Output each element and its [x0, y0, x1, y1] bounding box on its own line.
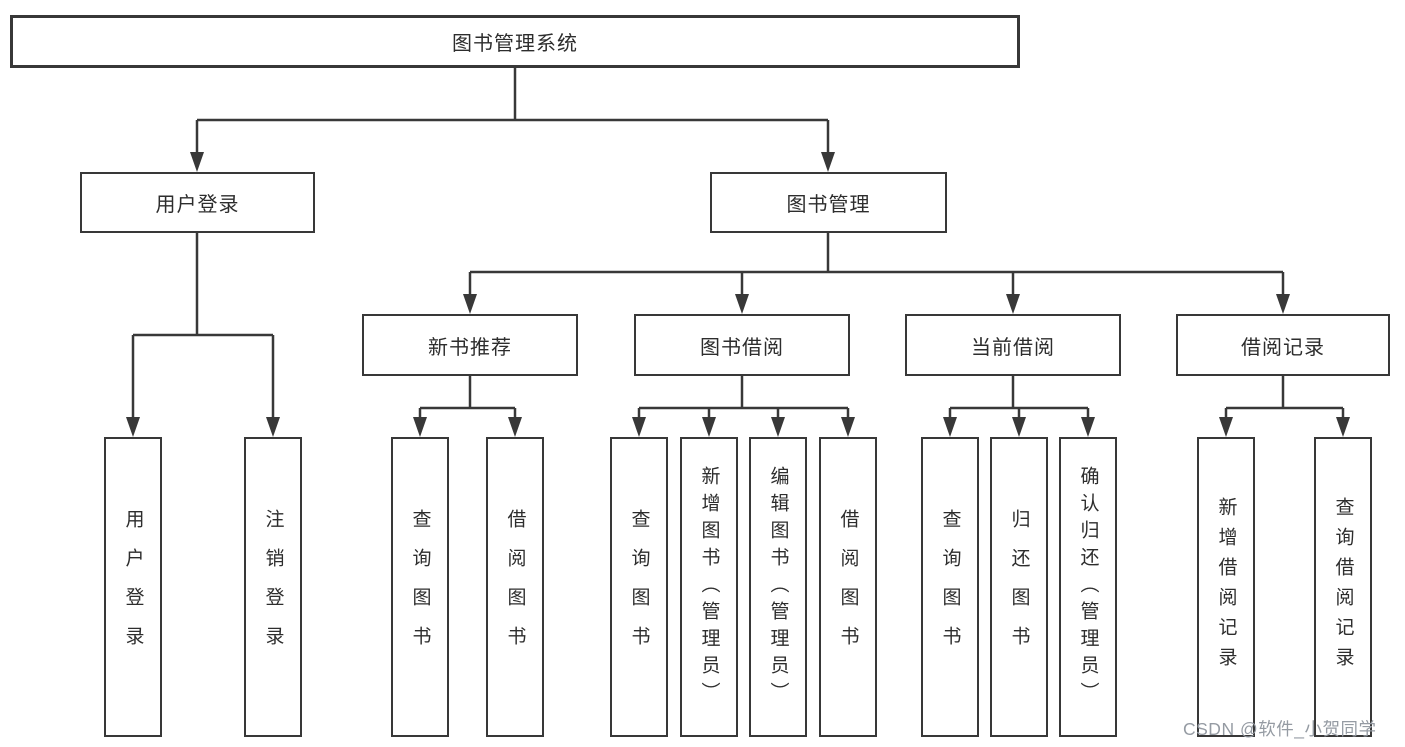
node-root-system: 图书管理系统 [10, 15, 1020, 68]
leaf-query-borrow-record: 查询借阅记录 [1314, 437, 1372, 737]
leaf-return-book: 归还图书 [990, 437, 1048, 737]
node-current-borrowing: 当前借阅 [905, 314, 1121, 376]
node-book-borrowing: 图书借阅 [634, 314, 850, 376]
leaf-logout: 注销登录 [244, 437, 302, 737]
node-user-login: 用户登录 [80, 172, 315, 233]
node-borrow-records: 借阅记录 [1176, 314, 1390, 376]
leaf-query-books-1: 查询图书 [391, 437, 449, 737]
leaf-query-books-3: 查询图书 [921, 437, 979, 737]
leaf-edit-book-admin: 编辑图书（管理员） [749, 437, 807, 737]
leaf-add-book-admin: 新增图书（管理员） [680, 437, 738, 737]
leaf-add-borrow-record: 新增借阅记录 [1197, 437, 1255, 737]
csdn-watermark: CSDN @软件_小贺同学 [1183, 719, 1377, 739]
node-new-book-recommend: 新书推荐 [362, 314, 578, 376]
node-book-management: 图书管理 [710, 172, 947, 233]
leaf-user-login: 用户登录 [104, 437, 162, 737]
leaf-confirm-return-admin: 确认归还（管理员） [1059, 437, 1117, 737]
leaf-query-books-2: 查询图书 [610, 437, 668, 737]
leaf-borrow-books-1: 借阅图书 [486, 437, 544, 737]
leaf-borrow-books-2: 借阅图书 [819, 437, 877, 737]
